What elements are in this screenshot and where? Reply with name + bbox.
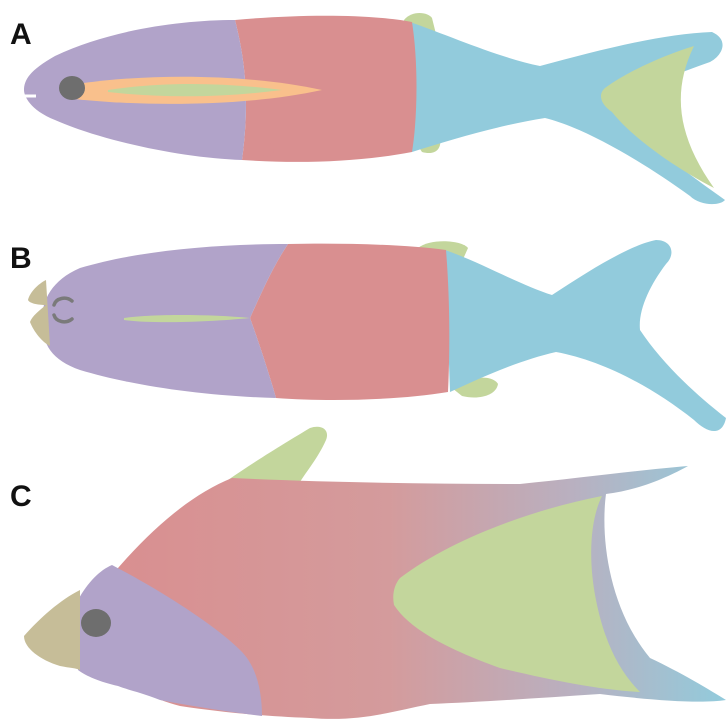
panel-label-c: C — [10, 480, 32, 513]
dorsal-fin-c — [228, 427, 327, 482]
snout-c — [24, 590, 80, 670]
panel-b: B — [10, 240, 726, 431]
trunk-region-b — [250, 244, 449, 400]
panel-c: C — [10, 427, 726, 719]
panel-label-a: A — [10, 18, 32, 51]
panel-label-b: B — [10, 242, 32, 275]
tail-region-b — [445, 240, 726, 431]
snout-b — [28, 280, 50, 346]
eye-c — [81, 609, 111, 637]
panel-a: A — [10, 13, 725, 204]
eye-a — [59, 76, 85, 100]
